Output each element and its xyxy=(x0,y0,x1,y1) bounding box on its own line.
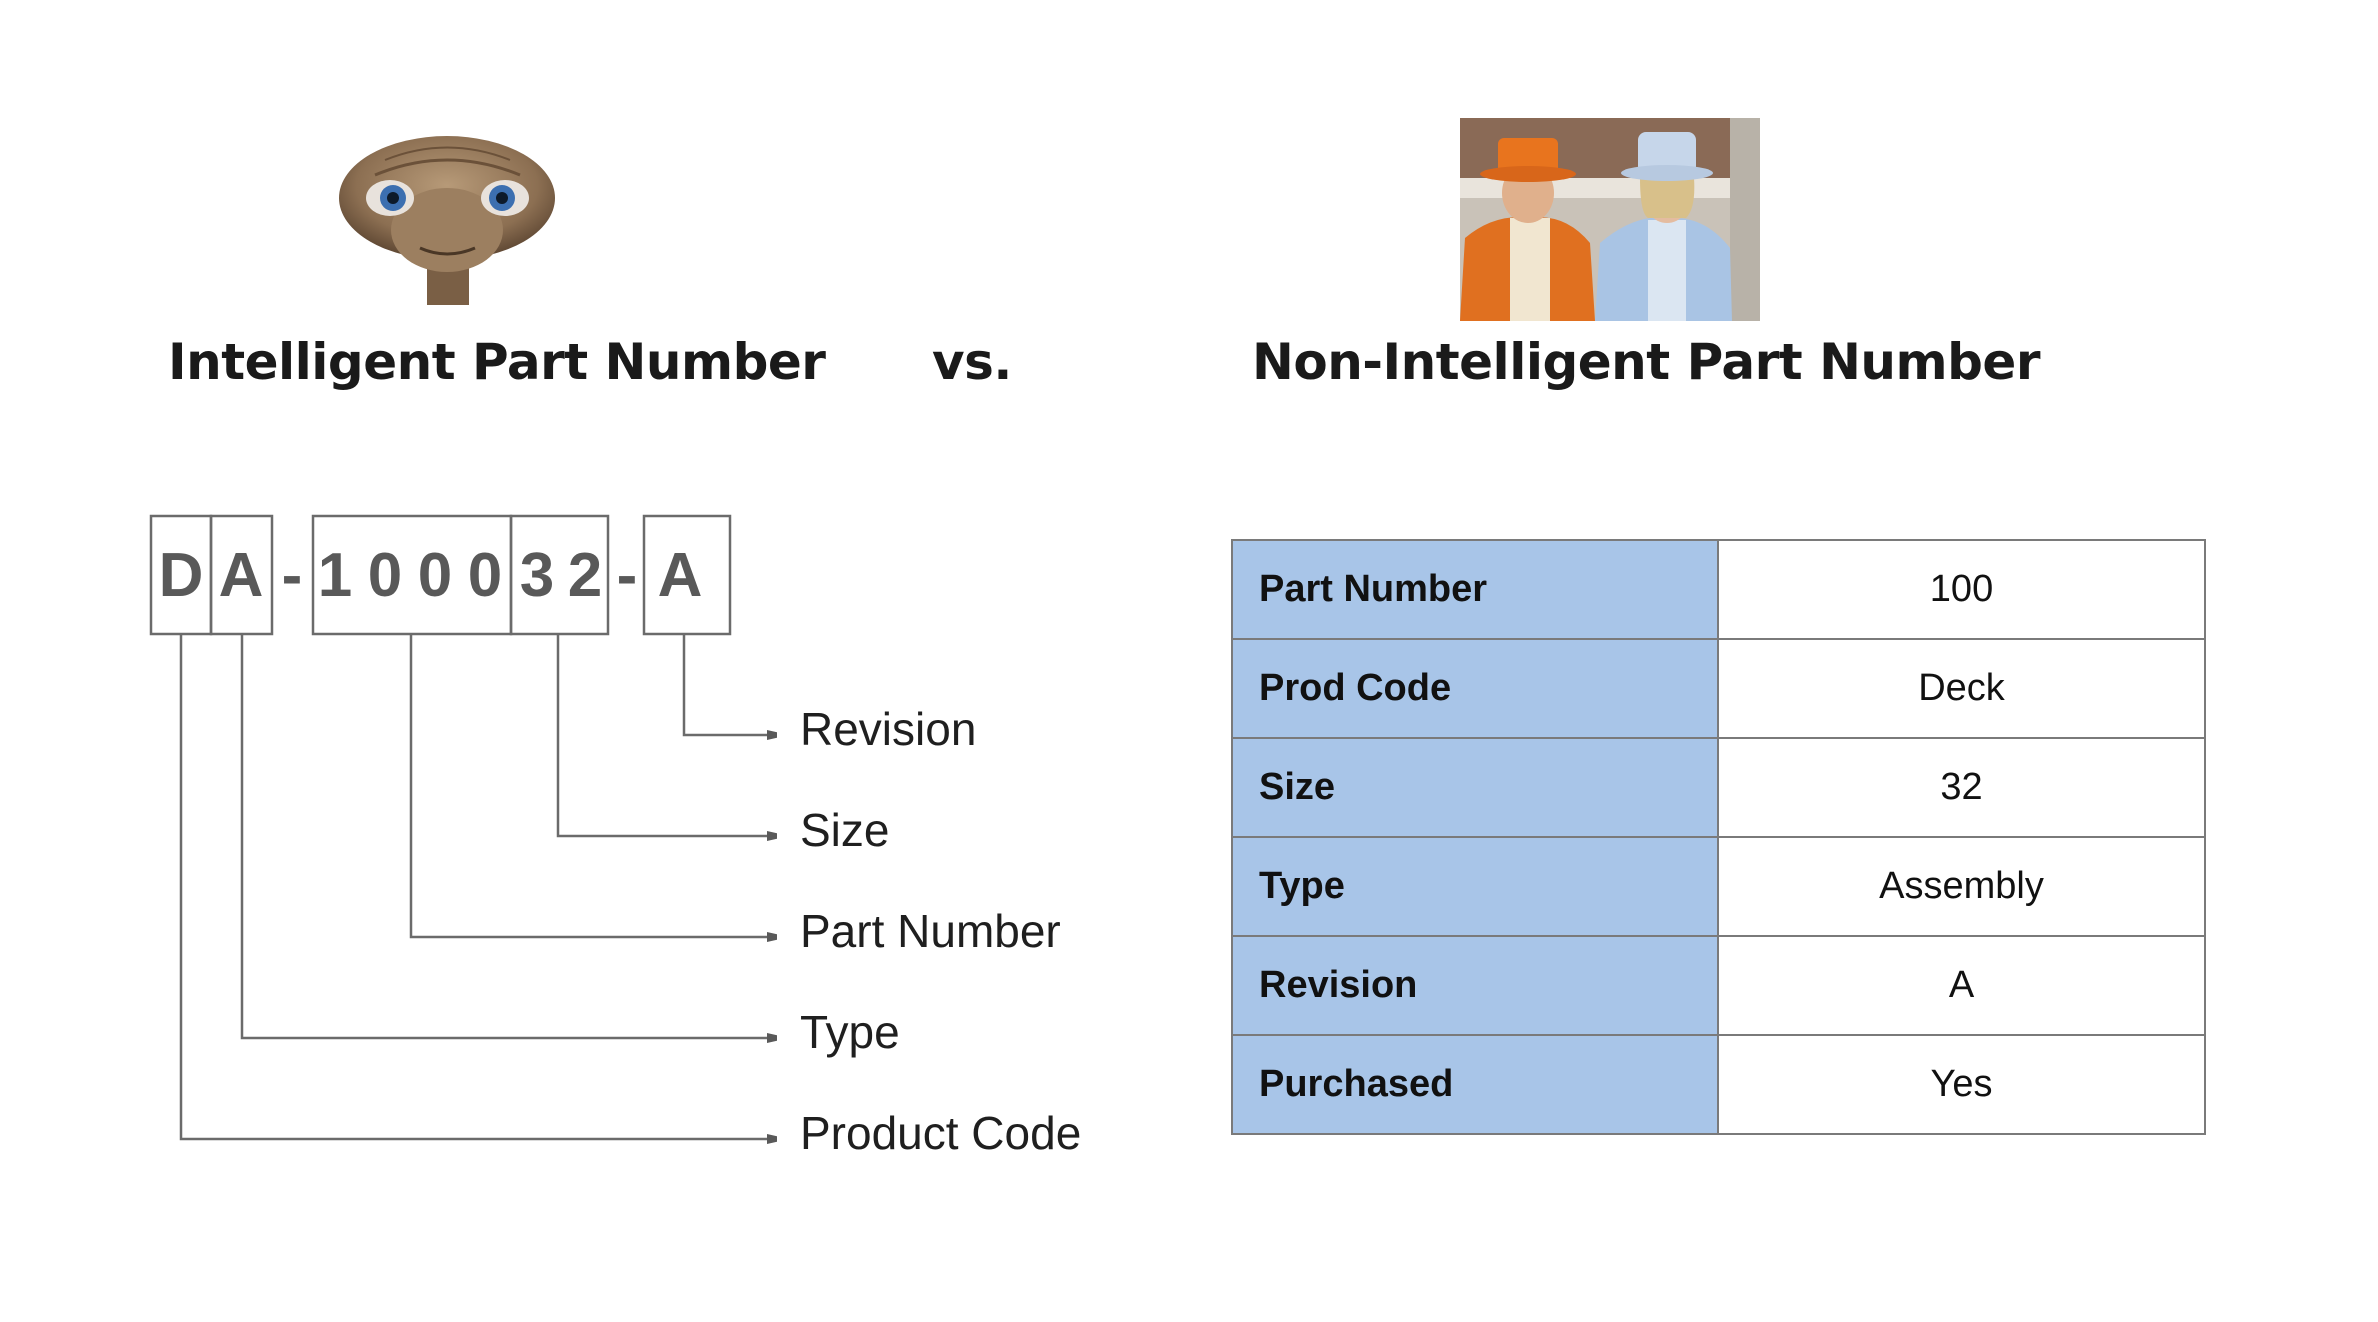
non-intelligent-part-number-heading: Non-Intelligent Part Number xyxy=(1252,333,2041,391)
attr-value: Deck xyxy=(1717,638,2206,739)
leader-line-type xyxy=(240,634,776,1038)
table-row: Prod Code Deck xyxy=(1231,638,2206,739)
leader-line-revision xyxy=(682,634,776,735)
attr-key: Part Number xyxy=(1231,539,1719,640)
pn-char-5: 0 xyxy=(418,541,452,610)
leader-line-product-code xyxy=(179,634,776,1139)
table-row: Type Assembly xyxy=(1231,836,2206,937)
attr-value: Yes xyxy=(1717,1034,2206,1135)
segment-box-size xyxy=(509,514,610,636)
part-number-breakdown-diagram: D A - 1 0 0 0 3 2 - A Revision Size Part… xyxy=(149,514,1081,1159)
attr-key: Purchased xyxy=(1231,1034,1719,1135)
pn-char-3: 1 xyxy=(318,541,352,610)
pn-char-1: A xyxy=(219,541,264,610)
attr-value: A xyxy=(1717,935,2206,1036)
segment-box-revision xyxy=(642,514,732,636)
leader-line-size xyxy=(556,634,776,836)
attr-value: 100 xyxy=(1717,539,2206,640)
pn-char-2: - xyxy=(282,541,303,610)
callout-type: Type xyxy=(800,1006,900,1058)
leader-line-part-number xyxy=(409,634,776,937)
attr-key: Prod Code xyxy=(1231,638,1719,739)
pn-char-7: 3 xyxy=(520,541,554,610)
attr-key: Type xyxy=(1231,836,1719,937)
table-row: Revision A xyxy=(1231,935,2206,1036)
attr-key: Size xyxy=(1231,737,1719,838)
part-attributes-table: Part Number 100 Prod Code Deck Size 32 T… xyxy=(1231,539,2206,1135)
table-row: Size 32 xyxy=(1231,737,2206,838)
vs-label: vs. xyxy=(932,333,1012,391)
callout-size: Size xyxy=(800,804,889,856)
attr-value: Assembly xyxy=(1717,836,2206,937)
callout-revision: Revision xyxy=(800,703,976,755)
pn-char-4: 0 xyxy=(368,541,402,610)
pn-char-6: 0 xyxy=(468,541,502,610)
alien-face-photo xyxy=(339,136,555,305)
table-row: Purchased Yes xyxy=(1231,1034,2206,1135)
intelligent-part-number-heading: Intelligent Part Number xyxy=(168,333,826,391)
pn-char-9: - xyxy=(617,541,638,610)
callout-part-number: Part Number xyxy=(800,905,1061,957)
pn-char-8: 2 xyxy=(568,541,602,610)
attr-key: Revision xyxy=(1231,935,1719,1036)
pn-char-10: A xyxy=(658,541,703,610)
two-men-in-tuxedos-photo xyxy=(1460,118,1760,321)
pn-char-0: D xyxy=(159,541,204,610)
attr-value: 32 xyxy=(1717,737,2206,838)
callout-product-code: Product Code xyxy=(800,1107,1081,1159)
table-row: Part Number 100 xyxy=(1231,539,2206,640)
